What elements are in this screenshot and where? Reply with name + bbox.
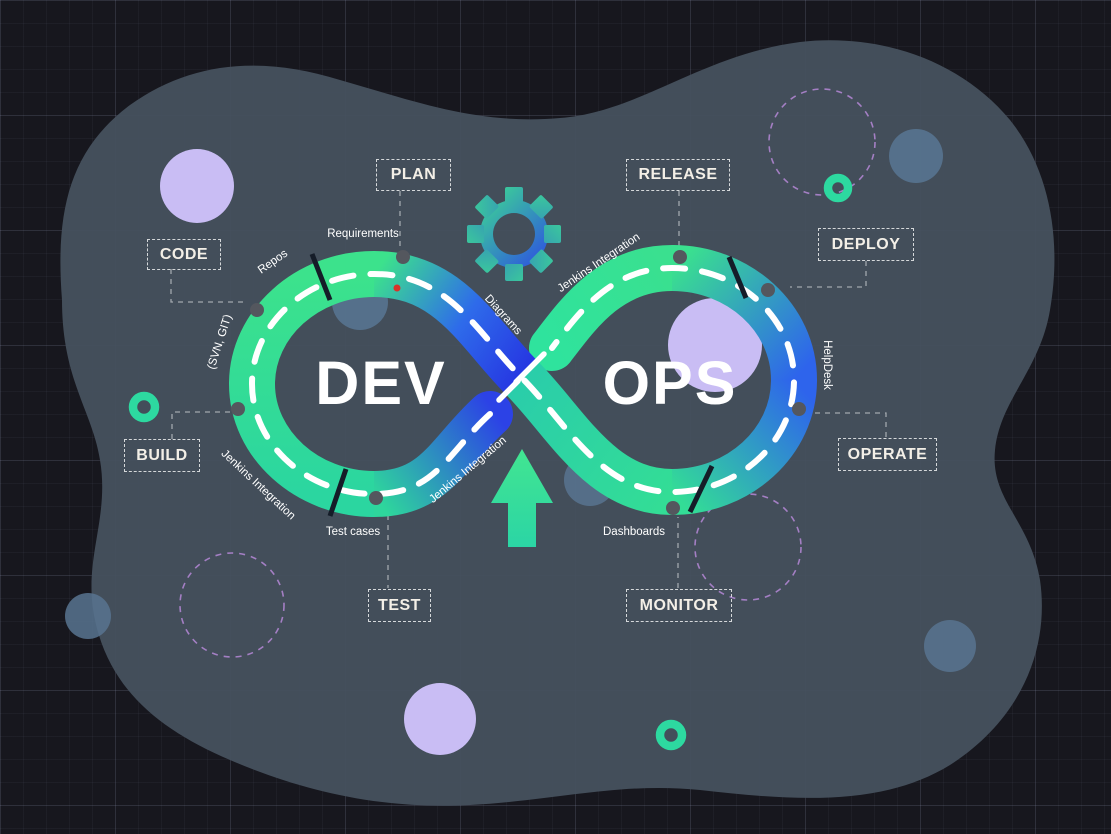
stage-label: BUILD	[136, 446, 188, 464]
label-connectors	[170, 191, 887, 588]
teal-ring	[823, 173, 853, 203]
stage-label: RELEASE	[638, 166, 718, 183]
road-crossing-marks	[496, 351, 547, 403]
stage-label: TEST	[378, 596, 421, 614]
stage-label: MONITOR	[639, 596, 719, 614]
waypoint-dots	[231, 250, 806, 515]
dashed-circle	[768, 88, 876, 196]
road-label-requirements: Requirements	[327, 228, 399, 240]
stage-label: OPERATE	[847, 445, 928, 463]
stage-label: PLAN	[390, 166, 437, 183]
stage-box-release: RELEASE	[626, 159, 730, 191]
stage-label: DEPLOY	[831, 235, 901, 253]
road-label-helpdesk: HelpDesk	[821, 340, 833, 390]
stage-box-plan: PLAN	[376, 159, 451, 191]
lavender-circle	[160, 149, 234, 223]
stage-box-test: TEST	[368, 589, 431, 622]
up-arrow-icon	[491, 449, 553, 547]
teal-ring	[128, 391, 160, 423]
red-dot	[393, 284, 401, 292]
stage-box-operate: OPERATE	[838, 438, 937, 471]
gear-icon	[467, 187, 561, 281]
teal-ring	[655, 719, 687, 751]
dashed-circle	[179, 552, 285, 658]
road-label-dashboards: Dashboards	[602, 526, 666, 538]
lavender-circle	[668, 298, 762, 392]
lavender-circle	[404, 683, 476, 755]
road-label-test-cases: Test cases	[325, 526, 381, 538]
ops-word: OPS	[602, 349, 738, 417]
dev-word: DEV	[315, 349, 447, 417]
slate-circle	[924, 620, 976, 672]
dashed-circle	[694, 493, 802, 601]
stage-label: CODE	[159, 245, 209, 263]
slate-circle	[65, 593, 111, 639]
stage-box-monitor: MONITOR	[626, 589, 732, 622]
road-dividers	[309, 253, 749, 517]
stage-box-build: BUILD	[124, 439, 200, 472]
stage-box-deploy: DEPLOY	[818, 228, 914, 261]
stage-box-code: CODE	[147, 239, 221, 270]
slate-circle	[889, 129, 943, 183]
